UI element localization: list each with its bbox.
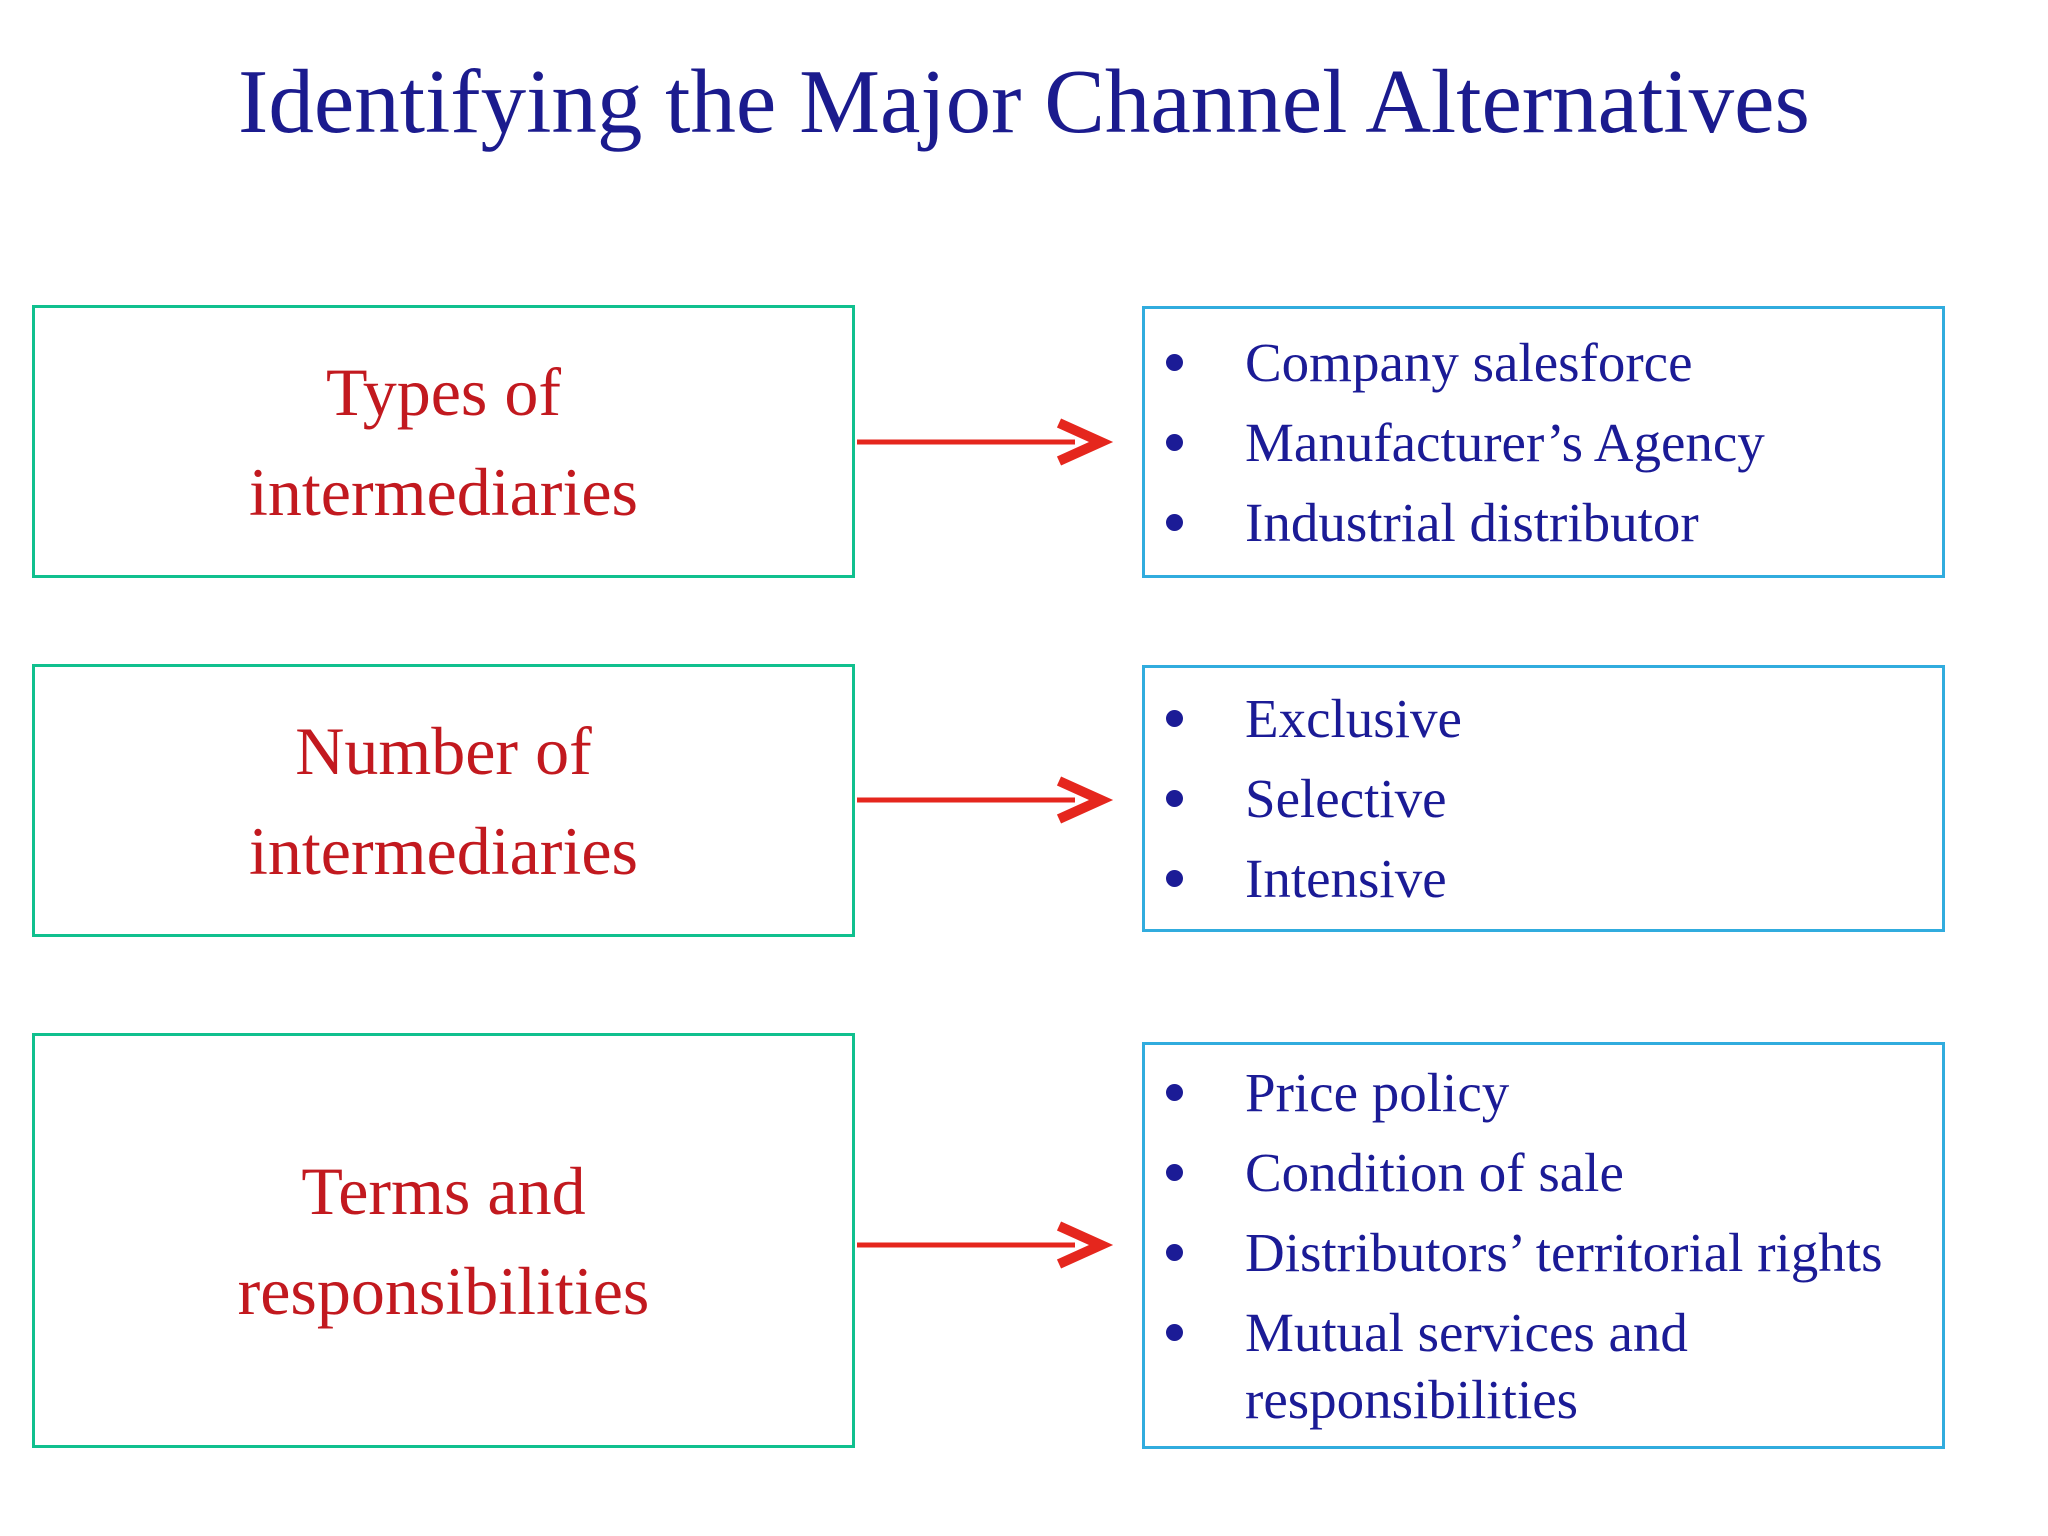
left-box-line: Terms and [301, 1152, 586, 1229]
bullet-icon [1166, 1163, 1183, 1181]
list-item: Price policy [1166, 1059, 1922, 1126]
list-item-text: Price policy [1245, 1061, 1510, 1123]
list-item-text: Distributors’ territorial rights [1245, 1221, 1883, 1283]
right-box-number-of-intermediaries-options: Exclusive Selective Intensive [1142, 665, 1945, 932]
list-item-text: Intensive [1245, 848, 1447, 909]
list-item: Selective [1166, 765, 1922, 832]
list-item: Company salesforce [1166, 329, 1922, 396]
list-item-text: Industrial distributor [1245, 491, 1699, 553]
list-item: Condition of sale [1166, 1139, 1922, 1206]
list-item-text: Condition of sale [1245, 1141, 1624, 1203]
bullet-icon [1166, 353, 1183, 371]
bullet-icon [1166, 1323, 1183, 1341]
left-box-line: Types of [325, 353, 562, 430]
list-item-text: Exclusive [1245, 688, 1462, 749]
connector-arrow-icon [857, 418, 1114, 466]
list-item-text: Mutual services and responsibilities [1245, 1301, 1688, 1430]
bullet-icon [1166, 710, 1183, 727]
bullet-icon [1166, 433, 1183, 451]
list-item: Exclusive [1166, 685, 1922, 752]
left-box-line: intermediaries [249, 812, 638, 889]
list-item-text: Company salesforce [1245, 331, 1693, 393]
right-box-types-of-intermediaries-options: Company salesforce Manufacturer’s Agency… [1142, 306, 1945, 578]
bullet-icon [1166, 513, 1183, 531]
bullet-icon [1166, 790, 1183, 807]
list-item-text: Manufacturer’s Agency [1245, 411, 1765, 473]
list-item: Manufacturer’s Agency [1166, 409, 1922, 476]
list-item: Intensive [1166, 845, 1922, 912]
right-box-terms-and-responsibilities-options: Price policy Condition of sale Distribut… [1142, 1042, 1945, 1449]
left-box-line: Number of [295, 712, 592, 789]
bullet-icon [1166, 870, 1183, 887]
list-item: Industrial distributor [1166, 489, 1922, 556]
list-item: Mutual services and responsibilities [1166, 1299, 1922, 1433]
left-box-terms-and-responsibilities: Terms and responsibilities [32, 1033, 855, 1448]
bullet-icon [1166, 1083, 1183, 1101]
connector-arrow-icon [857, 1221, 1114, 1269]
left-box-types-of-intermediaries: Types of intermediaries [32, 305, 855, 578]
left-box-line: intermediaries [249, 453, 638, 530]
slide-title: Identifying the Major Channel Alternativ… [238, 51, 1810, 152]
connector-arrow-icon [857, 776, 1114, 824]
bullet-icon [1166, 1243, 1183, 1261]
left-box-line: responsibilities [237, 1252, 650, 1329]
list-item: Distributors’ territorial rights [1166, 1219, 1922, 1286]
left-box-number-of-intermediaries: Number of intermediaries [32, 664, 855, 937]
list-item-text: Selective [1245, 768, 1447, 829]
